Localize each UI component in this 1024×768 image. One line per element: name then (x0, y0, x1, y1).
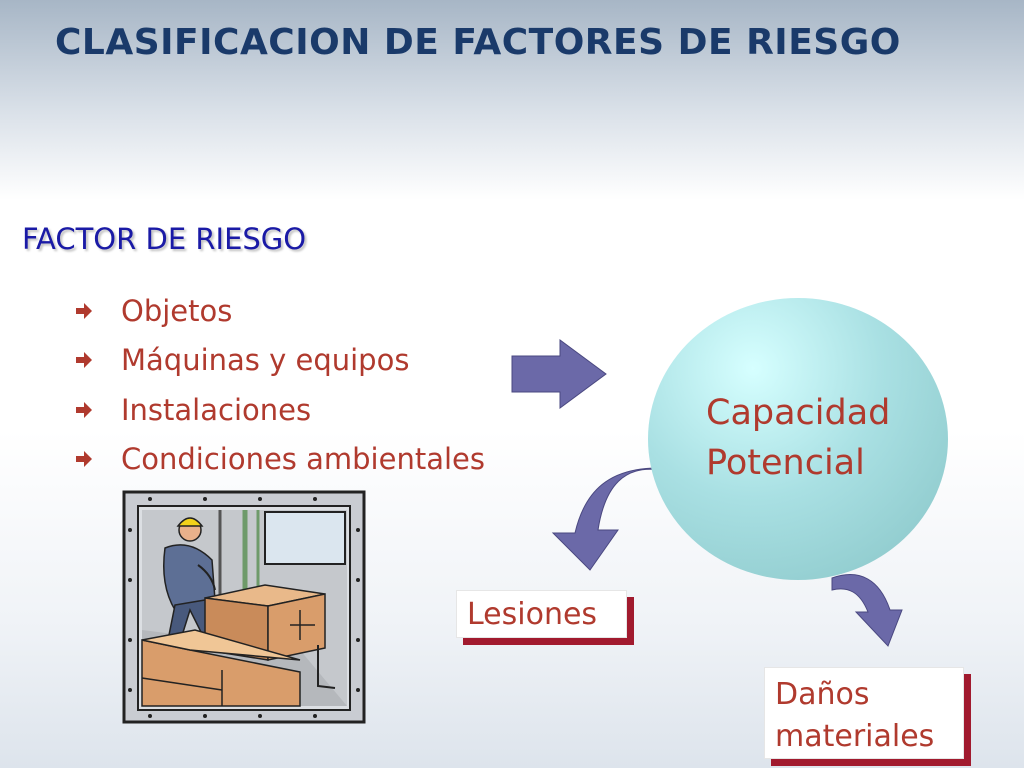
list-item-label: Máquinas y equipos (121, 343, 410, 378)
list-item: Máquinas y equipos (75, 336, 485, 386)
capacity-label: Capacidad Potencial (706, 388, 890, 488)
capacity-circle (648, 298, 948, 580)
slide-title: CLASIFICACION DE FACTORES DE RIESGO (55, 22, 901, 63)
right-arrow-bullet-icon (76, 401, 92, 418)
curved-arrow-icon (551, 467, 662, 571)
outcome-box-lesiones: Lesiones (456, 590, 627, 638)
block-arrow-icon (511, 339, 607, 409)
section-subtitle: FACTOR DE RIESGO (22, 222, 307, 256)
list-item: Condiciones ambientales (75, 435, 485, 485)
outcome-label-danos-line1: Daños (775, 677, 870, 712)
right-arrow-bullet-icon (76, 352, 92, 369)
risk-factor-list: Objetos Máquinas y equipos Instalaciones… (75, 286, 485, 484)
right-arrow-bullet-icon (76, 302, 92, 319)
outcome-label-lesiones: Lesiones (467, 596, 598, 632)
list-item: Instalaciones (75, 385, 485, 435)
capacity-label-line1: Capacidad (706, 393, 891, 433)
list-item-label: Objetos (121, 293, 233, 328)
list-item: Objetos (75, 286, 485, 336)
outcome-box-danos: Daños materiales (764, 667, 964, 759)
list-item-label: Instalaciones (121, 392, 312, 427)
right-arrow-bullet-icon (76, 451, 92, 468)
curved-arrow-icon (831, 574, 903, 647)
capacity-label-line2: Potencial (706, 443, 865, 483)
list-item-label: Condiciones ambientales (121, 442, 485, 477)
outcome-label-danos-line2: materiales (775, 719, 935, 754)
